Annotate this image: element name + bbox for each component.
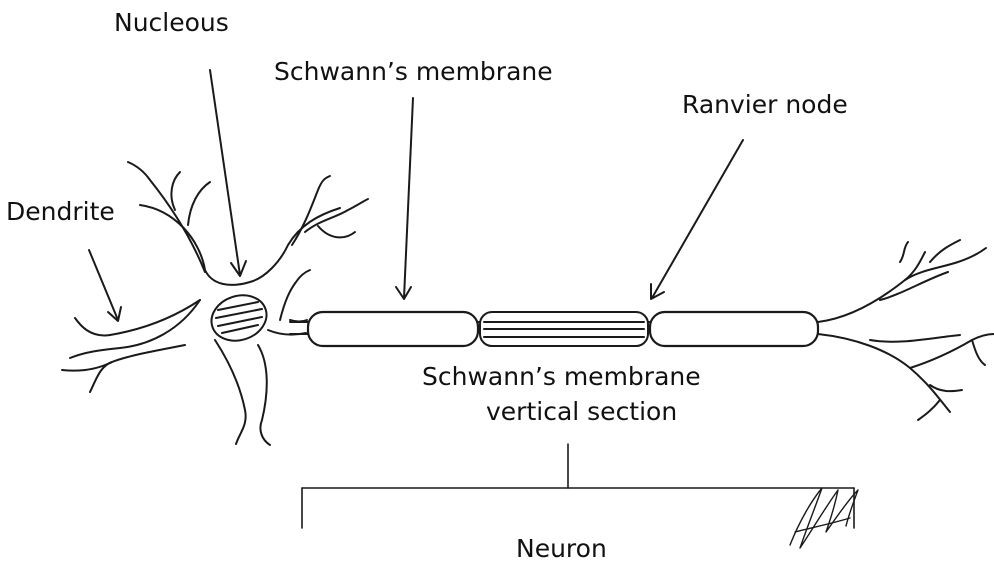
label-ranvier-node: Ranvier node xyxy=(682,90,848,119)
label-nucleous: Nucleous xyxy=(114,8,229,37)
label-schwann-vertical-section-line1: Schwann’s membrane xyxy=(422,362,701,391)
neuron-bracket xyxy=(302,444,854,528)
label-schwann-membrane-top: Schwann’s membrane xyxy=(274,57,553,86)
arrow-nucleous xyxy=(210,70,246,276)
schwann-cell-2-vertical-section xyxy=(480,312,648,346)
signature xyxy=(790,488,858,548)
nucleus xyxy=(206,288,273,347)
arrow-dendrite xyxy=(89,250,121,321)
label-dendrite: Dendrite xyxy=(6,197,115,226)
arrow-ranvier-node xyxy=(651,140,743,299)
schwann-cell-1 xyxy=(308,312,478,346)
label-neuron: Neuron xyxy=(516,534,607,563)
axon-terminal xyxy=(818,240,994,420)
schwann-cell-3 xyxy=(650,312,818,346)
label-schwann-vertical-section-line2: vertical section xyxy=(486,397,677,426)
arrow-schwann-membrane xyxy=(396,98,413,299)
